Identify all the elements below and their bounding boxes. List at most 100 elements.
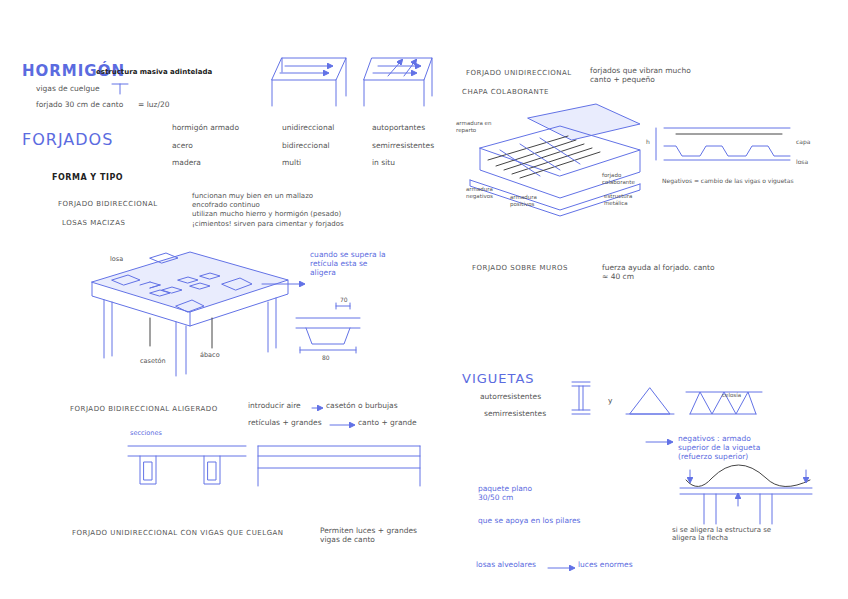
line-art xyxy=(176,300,204,312)
line-art xyxy=(150,253,178,263)
arrow xyxy=(646,442,672,443)
line-art xyxy=(112,84,128,94)
note-text: si se aligera la estructura se aligera l… xyxy=(672,526,796,543)
line-art xyxy=(664,128,790,160)
line-art xyxy=(150,318,212,348)
note-text: paquete plano 30/50 cm xyxy=(478,484,542,502)
line-art xyxy=(140,456,220,484)
note-text: forjados que vibran mucho canto + pequeñ… xyxy=(590,66,700,84)
note-text: armadura en reparto xyxy=(456,120,504,133)
note-text: FORMA Y TIPO xyxy=(52,173,123,183)
line-art xyxy=(404,60,416,76)
note-text: VIGUETAS xyxy=(462,371,535,387)
line-art xyxy=(686,392,762,414)
note-text: secciones xyxy=(130,430,162,438)
line-art xyxy=(690,470,691,482)
line-art xyxy=(378,66,420,67)
note-text: in situ xyxy=(372,158,395,167)
note-text: acero xyxy=(172,141,193,150)
line-art xyxy=(572,382,590,414)
line-art xyxy=(112,275,140,285)
note-text: ¡cimientos! sirven para cimentar y forja… xyxy=(192,220,344,228)
line-art xyxy=(704,494,772,524)
note-text: LOSAS MACIZAS xyxy=(62,219,125,227)
note-text: funcionan muy bien en un mallazo xyxy=(192,192,313,200)
line-art xyxy=(373,73,416,74)
line-art xyxy=(680,488,812,494)
note-text: armadura negativos xyxy=(466,186,506,199)
arrow xyxy=(330,425,354,426)
line-art xyxy=(92,280,288,326)
note-text: losa xyxy=(110,256,123,264)
line-art xyxy=(272,58,346,80)
note-text: Negativos = cambio de las vigas o viguet… xyxy=(662,177,794,184)
note-text: celosía xyxy=(722,392,741,399)
hanging-beam-symbol xyxy=(112,84,128,94)
note-text: 80 xyxy=(322,354,330,361)
note-text: negativos : armado superior de la viguet… xyxy=(678,434,782,461)
line-art xyxy=(300,347,356,353)
note-text: FORJADO UNIDIRECCIONAL xyxy=(466,69,572,77)
line-art xyxy=(92,252,288,312)
line-art xyxy=(806,470,807,482)
arrow xyxy=(312,408,322,409)
line-art xyxy=(656,128,657,160)
joist-types xyxy=(572,382,762,414)
deck-section xyxy=(656,128,790,160)
note-text: retículas + grandes xyxy=(248,418,322,427)
note-text: estructura metálica xyxy=(604,193,652,206)
note-text: Permiten luces + grandes vigas de canto xyxy=(320,526,430,544)
note-text: FORJADOS xyxy=(22,130,113,149)
rib-section xyxy=(296,303,360,353)
note-text: 70 xyxy=(340,296,348,303)
frame-two-way xyxy=(364,58,432,106)
line-art xyxy=(686,465,810,487)
note-text: hormigón armado xyxy=(172,123,239,132)
note-text: bidireccional xyxy=(282,141,330,150)
line-art xyxy=(258,446,420,486)
continuous-beam xyxy=(680,465,812,524)
note-text: fuerza ayuda al forjado. canto ≈ 40 cm xyxy=(602,263,720,281)
waffle-slab xyxy=(92,252,288,376)
note-text: = luz/20 xyxy=(138,100,170,109)
note-text: semirresistentes xyxy=(484,409,546,418)
note-text: madera xyxy=(172,158,201,167)
line-art xyxy=(488,136,600,178)
line-art xyxy=(336,303,350,309)
note-text: que se apoya en los pilares xyxy=(478,516,580,525)
line-art xyxy=(738,494,739,506)
note-text: encofrado continuo xyxy=(192,201,260,209)
note-text: vigas de cuelgue xyxy=(36,84,100,93)
line-art xyxy=(676,134,782,135)
line-art xyxy=(364,58,432,106)
note-text: semirresistentes xyxy=(372,141,434,150)
note-text: autoportantes xyxy=(372,123,425,132)
line-art xyxy=(388,60,402,76)
lightened-slab-sections xyxy=(128,446,420,486)
line-art xyxy=(480,126,640,176)
composite-deck xyxy=(470,104,640,216)
arrow xyxy=(262,284,304,285)
line-art xyxy=(528,104,640,140)
note-text: forjado 30 cm de canto xyxy=(36,100,123,109)
note-text: losas alveolares xyxy=(476,560,536,569)
note-text: capa xyxy=(796,138,810,145)
note-text: FORJADO UNIDIRECCIONAL CON VIGAS QUE CUE… xyxy=(72,529,284,537)
note-text: h xyxy=(646,138,650,145)
note-text: losa xyxy=(796,158,808,165)
note-text: casetón xyxy=(140,358,166,366)
note-text: unidireccional xyxy=(282,123,334,132)
line-art xyxy=(664,146,790,156)
note-text: casetón o burbujas xyxy=(326,401,398,410)
note-text: utilizan mucho hierro y hormigón (pesado… xyxy=(192,210,341,218)
line-art xyxy=(140,273,220,296)
line-art xyxy=(272,58,346,106)
note-text: armadura positivos xyxy=(510,194,550,207)
note-text: estructura masiva adintelada xyxy=(96,68,212,76)
line-art xyxy=(128,446,246,456)
line-art xyxy=(280,73,328,74)
note-text: ábaco xyxy=(200,352,220,360)
note-text: FORJADO BIDIRECCIONAL xyxy=(58,200,158,208)
